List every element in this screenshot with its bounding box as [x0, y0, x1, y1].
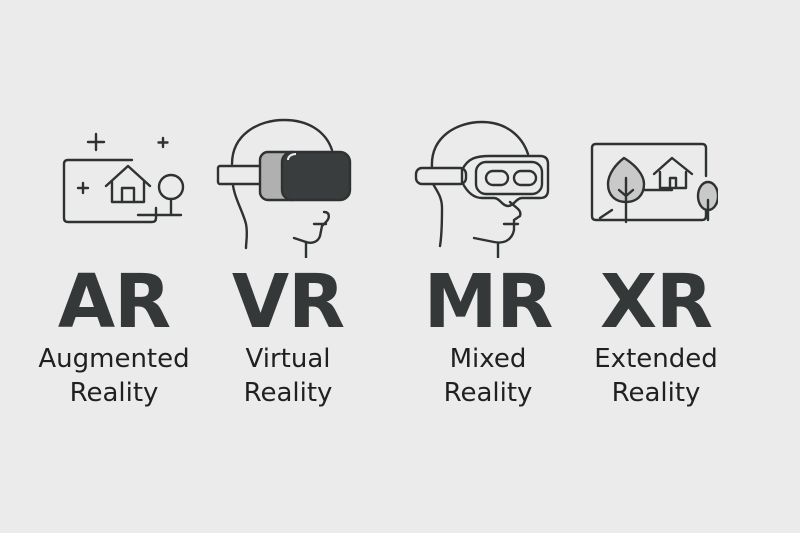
vr-headset-head-icon: [216, 118, 352, 258]
xr-column: XR Extended Reality: [556, 0, 756, 533]
mr-full-name: Mixed Reality: [443, 344, 533, 408]
vr-column: VR Virtual Reality: [188, 0, 388, 533]
vr-full-name: Virtual Reality: [243, 344, 333, 408]
landscape-frame-icon: [590, 142, 718, 224]
ar-abbreviation: AR: [57, 259, 171, 345]
mr-headset-head-icon: [414, 120, 550, 258]
vr-abbreviation: VR: [231, 259, 345, 345]
house-ar-overlay-icon: [62, 132, 185, 224]
ar-full-name: Augmented Reality: [38, 344, 190, 408]
mr-abbreviation: MR: [423, 259, 554, 345]
xr-abbreviation: XR: [599, 259, 713, 345]
xr-full-name: Extended Reality: [594, 344, 718, 408]
ar-column: AR Augmented Reality: [14, 0, 214, 533]
mr-column: MR Mixed Reality: [388, 0, 588, 533]
